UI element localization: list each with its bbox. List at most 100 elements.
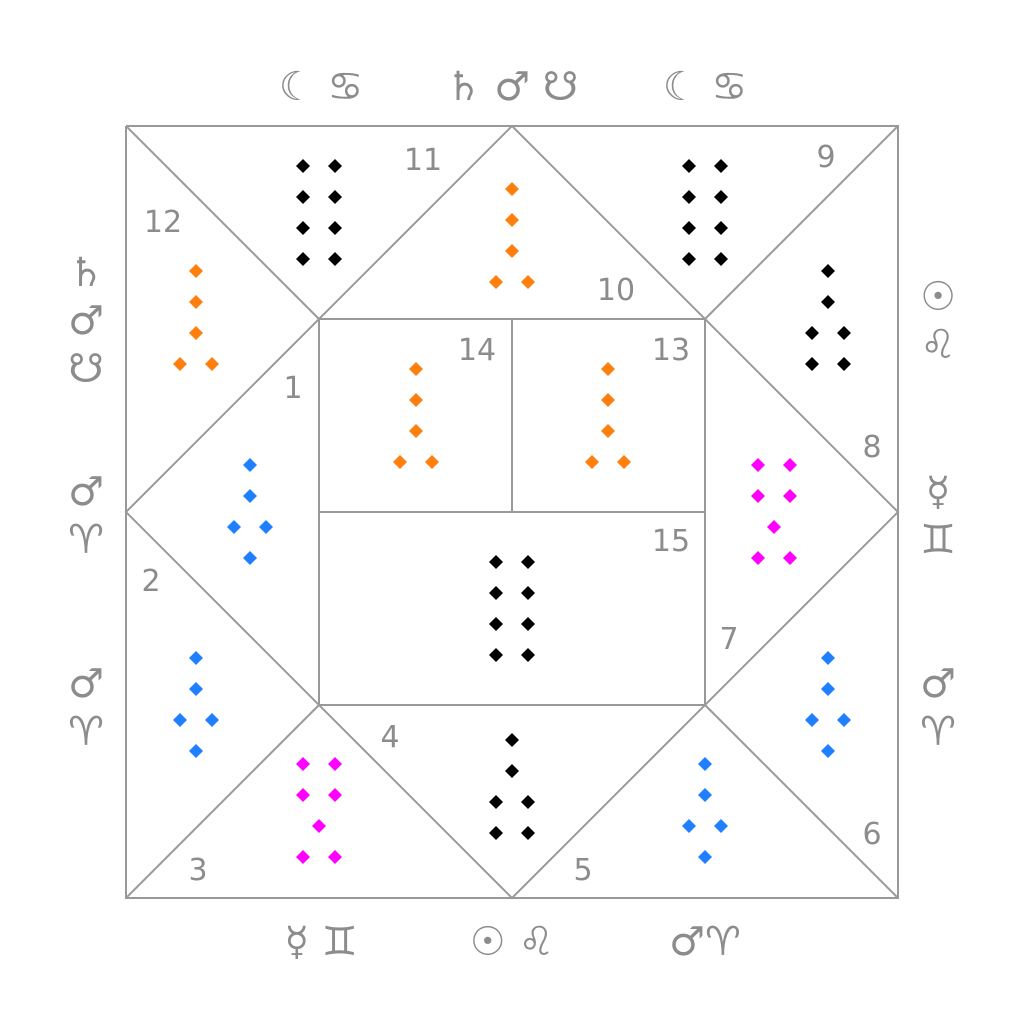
figure-7-dot bbox=[783, 489, 797, 503]
figure-5-dot bbox=[682, 819, 696, 833]
figure-15-dot bbox=[521, 586, 535, 600]
glyph-left-upper-1: ♄ bbox=[68, 250, 104, 296]
glyph-left-upper-2: ♂ bbox=[68, 298, 104, 344]
house-number-4: 4 bbox=[380, 720, 399, 755]
figure-8-dot bbox=[821, 295, 835, 309]
house-number-5: 5 bbox=[573, 853, 592, 888]
figure-15-dot bbox=[489, 586, 503, 600]
figure-10-dot bbox=[489, 275, 503, 289]
figure-3-dot bbox=[312, 819, 326, 833]
figure-8-dot bbox=[837, 326, 851, 340]
figure-10-dot bbox=[505, 182, 519, 196]
house-number-13: 13 bbox=[652, 333, 690, 368]
figure-3-dot bbox=[328, 850, 342, 864]
figure-1-dot bbox=[243, 458, 257, 472]
figure-14-dot bbox=[425, 455, 439, 469]
glyph-left-lower-2: ♈ bbox=[68, 709, 104, 755]
glyph-right-lower-1: ♂ bbox=[920, 661, 956, 707]
figure-2-dot bbox=[189, 651, 203, 665]
house-number-8: 8 bbox=[862, 430, 881, 465]
glyph-left-middle-1: ♂ bbox=[68, 469, 104, 515]
glyph-left-upper-3: ☋ bbox=[68, 346, 104, 392]
glyph-right-upper-1: ☉ bbox=[920, 274, 956, 320]
glyph-bottom-center: ☉ ♌ bbox=[470, 919, 554, 965]
glyph-right-middle-2: ♊ bbox=[920, 517, 956, 563]
chart-frame bbox=[124, 125, 900, 900]
figure-14-dot bbox=[393, 455, 407, 469]
figure-7-dot bbox=[751, 458, 765, 472]
figure-8-dot bbox=[805, 326, 819, 340]
figure-10-dot bbox=[521, 275, 535, 289]
house-number-3: 3 bbox=[188, 853, 207, 888]
house-number-1: 1 bbox=[283, 371, 302, 406]
figure-9-dot bbox=[682, 221, 696, 235]
diagonal-top-right bbox=[704, 125, 899, 320]
figure-14-dot bbox=[409, 362, 423, 376]
house-number-14: 14 bbox=[458, 333, 496, 368]
house-number-2: 2 bbox=[141, 564, 160, 599]
figure-15-dot bbox=[489, 648, 503, 662]
figure-12-dot bbox=[189, 295, 203, 309]
figure-15-dot bbox=[521, 648, 535, 662]
figure-1-dot bbox=[227, 520, 241, 534]
house-number-15: 15 bbox=[652, 524, 690, 559]
house-number-11: 11 bbox=[404, 143, 442, 178]
figure-9-dot bbox=[682, 190, 696, 204]
diagonal-top-left bbox=[125, 125, 320, 320]
figure-1-dot bbox=[243, 551, 257, 565]
center-square bbox=[318, 318, 706, 706]
figure-6-dot bbox=[837, 713, 851, 727]
figure-12-dot bbox=[205, 357, 219, 371]
figure-13-dot bbox=[601, 393, 615, 407]
figure-9-dot bbox=[714, 221, 728, 235]
figure-3-dot bbox=[296, 850, 310, 864]
figure-13-dot bbox=[601, 362, 615, 376]
figure-15-dot bbox=[489, 555, 503, 569]
glyph-right-lower-2: ♈ bbox=[920, 709, 956, 755]
glyph-bottom-left: ☿ ♊ bbox=[284, 919, 357, 965]
figure-6-dot bbox=[805, 713, 819, 727]
figure-11-dot bbox=[328, 221, 342, 235]
figure-2-dot bbox=[189, 682, 203, 696]
figure-4-dot bbox=[521, 826, 535, 840]
figure-6-dot bbox=[821, 682, 835, 696]
figure-13-dot bbox=[601, 424, 615, 438]
figure-7-dot bbox=[783, 551, 797, 565]
figure-11-dot bbox=[328, 190, 342, 204]
inner-diamond bbox=[124, 125, 900, 900]
figure-8-dot bbox=[805, 357, 819, 371]
figure-14-dot bbox=[409, 424, 423, 438]
figure-13-dot bbox=[585, 455, 599, 469]
glyph-top-right: ☾ ♋ bbox=[663, 64, 747, 110]
figure-9-dot bbox=[714, 190, 728, 204]
glyph-right-upper-2: ♌ bbox=[920, 322, 956, 368]
figure-9-dot bbox=[714, 159, 728, 173]
figure-7-dot bbox=[783, 458, 797, 472]
figure-3-dot bbox=[328, 788, 342, 802]
house-number-9: 9 bbox=[816, 140, 835, 175]
figure-15-dot bbox=[521, 555, 535, 569]
figure-7-dot bbox=[751, 489, 765, 503]
diagonal-bottom-left bbox=[125, 704, 320, 899]
figure-11-dot bbox=[296, 221, 310, 235]
figure-6-dot bbox=[821, 744, 835, 758]
figure-11-dot bbox=[296, 190, 310, 204]
figure-12-dot bbox=[173, 357, 187, 371]
house-number-10: 10 bbox=[597, 273, 635, 308]
figure-14-dot bbox=[409, 393, 423, 407]
house-number-6: 6 bbox=[862, 817, 881, 852]
glyph-top-center: ♄ ♂ ☋ bbox=[446, 64, 579, 110]
figure-11-dot bbox=[328, 159, 342, 173]
figure-4-dot bbox=[505, 733, 519, 747]
figure-1-dot bbox=[243, 489, 257, 503]
figure-7-dot bbox=[751, 551, 765, 565]
figure-9-dot bbox=[682, 159, 696, 173]
figure-12-dot bbox=[189, 326, 203, 340]
glyph-left-lower-1: ♂ bbox=[68, 661, 104, 707]
figure-dots bbox=[173, 159, 851, 864]
figure-11-dot bbox=[296, 252, 310, 266]
figure-8-dot bbox=[821, 264, 835, 278]
glyph-bottom-right: ♂♈ bbox=[669, 919, 741, 965]
figure-13-dot bbox=[617, 455, 631, 469]
